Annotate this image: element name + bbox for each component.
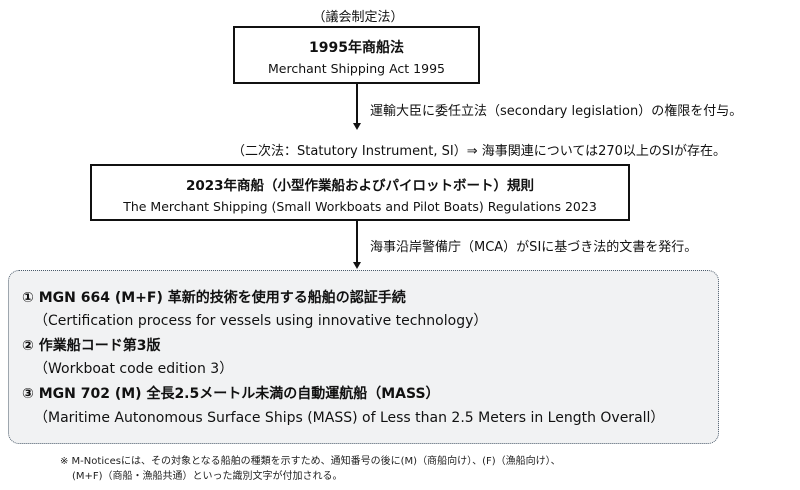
delegation-note: 運輸大臣に委任立法（secondary legislation）の権限を付与。 xyxy=(370,104,743,119)
act-box: 1995年商船法 Merchant Shipping Act 1995 xyxy=(233,26,480,84)
regulation-box: 2023年商船（小型作業船およびパイロットボート）規則 The Merchant… xyxy=(90,164,630,221)
mca-note: 海事沿岸警備庁（MCA）がSIに基づき法的文書を発行。 xyxy=(370,240,698,255)
regulation-subtitle: The Merchant Shipping (Small Workboats a… xyxy=(123,199,597,214)
document-1-sub: （Certification process for vessels using… xyxy=(34,313,488,329)
document-2-heading: ② 作業船コード第3版 xyxy=(22,338,161,354)
documents-box xyxy=(8,270,719,444)
arrow-line-1 xyxy=(356,84,358,124)
footnote-line-1: ※ M-Noticesには、その対象となる船舶の種類を示すため、通知番号の後に(… xyxy=(60,456,561,467)
document-1-heading: ① MGN 664 (M+F) 革新的技術を使用する船舶の認証手続 xyxy=(22,290,406,306)
document-2-sub: （Workboat code edition 3） xyxy=(34,361,234,377)
act-subtitle: Merchant Shipping Act 1995 xyxy=(268,61,445,76)
regulation-title: 2023年商船（小型作業船およびパイロットボート）規則 xyxy=(185,178,535,194)
act-title: 1995年商船法 xyxy=(309,40,404,56)
arrow-down-icon xyxy=(353,123,361,130)
document-3-heading: ③ MGN 702 (M) 全長2.5メートル未満の自動運航船（MASS） xyxy=(22,386,440,402)
caption-parliament-act: （議会制定法） xyxy=(312,10,404,25)
arrow-line-2 xyxy=(356,221,358,263)
statutory-instrument-note: （二次法：Statutory Instrument, SI）⇒ 海事関連について… xyxy=(232,144,727,159)
arrow-down-icon xyxy=(353,262,361,269)
document-3-sub: （Maritime Autonomous Surface Ships (MASS… xyxy=(34,410,665,426)
footnote-line-2: (M+F)（商船・漁船共通）といった識別文字が付加される。 xyxy=(72,471,343,482)
